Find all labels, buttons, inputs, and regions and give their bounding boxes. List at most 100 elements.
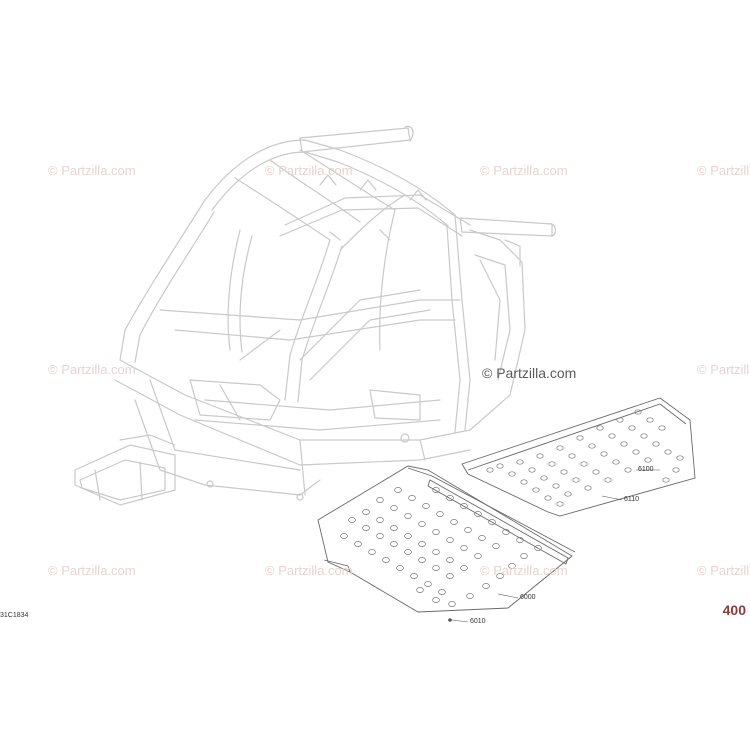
- plate-hole: [376, 517, 384, 523]
- plate-hole: [446, 573, 454, 579]
- plate-hole: [540, 475, 548, 481]
- plate-hole: [424, 581, 432, 587]
- plate-hole: [466, 593, 474, 599]
- callout-6010: 6010: [470, 618, 486, 625]
- plate-hole: [620, 441, 628, 447]
- plate-hole: [390, 541, 398, 547]
- plate-hole: [394, 487, 402, 493]
- plate-hole: [652, 441, 660, 447]
- plate-hole: [404, 549, 412, 555]
- plate-hole: [560, 469, 568, 475]
- plate-hole: [410, 573, 418, 579]
- plate-hole: [396, 565, 404, 571]
- plate-hole: [422, 503, 430, 509]
- plate-hole: [556, 445, 564, 451]
- plate-hole: [354, 541, 362, 547]
- page-number: 400: [722, 602, 746, 618]
- plate-hole: [532, 487, 540, 493]
- plate-hole: [416, 587, 424, 593]
- plate-hole: [446, 557, 454, 563]
- callout-6100: 6100: [638, 466, 654, 473]
- plate-hole: [580, 461, 588, 467]
- plate-hole: [634, 409, 642, 415]
- plate-hole: [664, 449, 672, 455]
- plate-hole: [520, 553, 528, 559]
- plate-hole: [576, 435, 584, 441]
- plate-hole: [568, 453, 576, 459]
- plate-hole: [362, 525, 370, 531]
- watermark-text: © Partzilla.com: [265, 563, 353, 578]
- plate-hole: [460, 565, 468, 571]
- plate-hole: [376, 533, 384, 539]
- plate-hole: [432, 597, 440, 603]
- plate-hole: [672, 467, 680, 473]
- callout-6110: 6110: [624, 496, 640, 503]
- plate-hole: [348, 517, 356, 523]
- plate-hole: [544, 495, 552, 501]
- plate-hole: [600, 451, 608, 457]
- watermark-text: © Partzilla.com: [48, 563, 136, 578]
- callout-6000: 6000: [520, 594, 536, 601]
- watermark-text: © Partzilla.com: [480, 563, 568, 578]
- vehicle-frame: [74, 125, 557, 506]
- watermark-text: © Partzilla.com: [697, 163, 750, 178]
- plate-hole: [408, 495, 416, 501]
- plate-hole: [340, 533, 348, 539]
- plate-hole: [646, 417, 654, 423]
- watermark-text: © Partzilla.com: [265, 163, 353, 178]
- plate-hole: [588, 443, 596, 449]
- plate-hole: [362, 509, 370, 515]
- plate-hole: [382, 557, 390, 563]
- watermark-text: © Partzilla.com: [697, 563, 750, 578]
- plate-hole: [624, 467, 632, 473]
- plate-hole: [516, 537, 524, 543]
- plate-hole: [536, 453, 544, 459]
- plate-hole: [486, 467, 494, 473]
- plate-hole: [492, 543, 500, 549]
- plate-hole: [438, 589, 446, 595]
- plate-hole: [432, 529, 440, 535]
- plate-hole: [488, 519, 496, 525]
- plate-hole: [564, 491, 572, 497]
- plate-hole: [496, 463, 504, 469]
- plate-hole: [404, 533, 412, 539]
- plate-hole: [534, 545, 542, 551]
- plate-hole: [608, 433, 616, 439]
- plate-hole: [604, 477, 612, 483]
- plate-hole: [616, 417, 624, 423]
- plate-hole: [450, 519, 458, 525]
- plate-hole: [448, 601, 456, 607]
- plate-hole: [502, 529, 510, 535]
- plate-hole: [612, 459, 620, 465]
- plate-hole: [548, 461, 556, 467]
- plate-hole: [676, 455, 684, 461]
- plate-hole: [632, 449, 640, 455]
- plate-hole: [596, 425, 604, 431]
- plate-hole: [418, 521, 426, 527]
- plate-hole: [658, 425, 666, 431]
- plate-hole: [508, 563, 516, 569]
- plate-hole: [446, 537, 454, 543]
- plate-hole: [436, 511, 444, 517]
- plate-hole: [432, 487, 440, 493]
- plate-hole: [528, 467, 536, 473]
- callout-leaders: [448, 469, 660, 623]
- plate-hole: [628, 425, 636, 431]
- watermark-text: © Partzilla.com: [48, 362, 136, 377]
- plate-hole: [404, 513, 412, 519]
- plate-hole: [460, 545, 468, 551]
- plate-hole: [464, 527, 472, 533]
- plate-hole: [390, 525, 398, 531]
- plate-hole: [418, 557, 426, 563]
- plate-hole: [662, 477, 670, 483]
- plate-hole: [368, 549, 376, 555]
- drawing-code: 31C1834: [0, 612, 29, 619]
- plate-hole: [376, 497, 384, 503]
- watermark-center: © Partzilla.com: [482, 365, 577, 381]
- plate-hole: [640, 433, 648, 439]
- plate-hole: [418, 541, 426, 547]
- plate-hole: [516, 459, 524, 465]
- plate-hole: [482, 583, 490, 589]
- plate-hole: [474, 511, 482, 517]
